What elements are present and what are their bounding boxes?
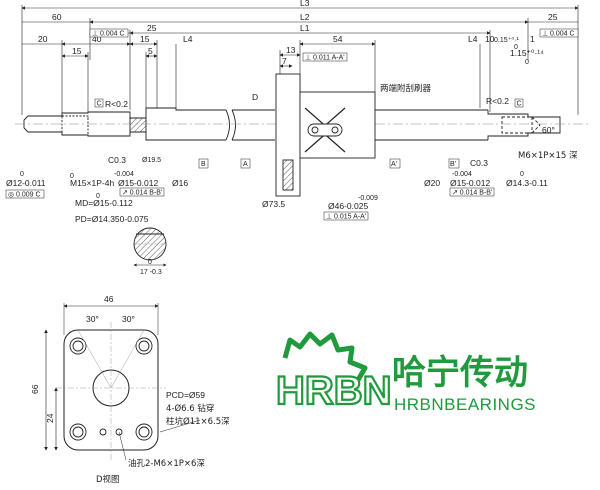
ball-nut <box>275 73 376 197</box>
phi143: Ø14.3-0.11 <box>506 178 548 188</box>
dim-13: 13 <box>286 45 296 55</box>
datum-B: B <box>201 161 206 168</box>
datum-B-prime: B' <box>450 161 456 168</box>
phi143-tol: 0 <box>520 171 524 178</box>
phi15a-tol-0: 0 <box>70 173 74 180</box>
brand-logo: HRBN 哈宁传动 HRBNBEARINGS <box>275 331 536 414</box>
radius-left: R<0.2 <box>105 99 128 109</box>
flange-counterbore: 柱坑Ø11×6.5深 <box>166 416 230 427</box>
dim-115: 1.15⁺⁰·¹⁴ <box>510 48 544 58</box>
radius-right: R<0.2 <box>486 96 509 106</box>
dimension-labels: L3 L2 L1 60 25 25 20 40 15 15 5 L4 L4 13… <box>6 0 578 276</box>
dim-L3: L3 <box>300 0 310 8</box>
dim-L4b: L4 <box>468 34 478 44</box>
angle-30-left: 30° <box>86 314 99 324</box>
dim-10-tol-b: 0 <box>514 44 518 51</box>
datum-C-right: C <box>517 101 522 108</box>
phi46-tol: -0.009 <box>358 195 378 202</box>
view-arrow-D: D <box>252 92 258 102</box>
oil-hole-note: 油孔2-M6×1P×6深 <box>128 458 205 469</box>
chamfer-left: C0.3 <box>108 155 126 165</box>
pd: PD=Ø14.350-0.075 <box>75 214 149 224</box>
flange-offset: 24 <box>45 413 55 423</box>
dim-L2: L2 <box>300 12 310 22</box>
phi12: Ø12-0.011 <box>6 178 46 188</box>
phi46: Ø46-0.025 <box>328 201 368 211</box>
md: MD=Ø15-0.112 <box>75 198 133 208</box>
dim-115-b: 0 <box>525 59 529 66</box>
ball-screw-shaft <box>23 107 561 141</box>
dim-25a: 25 <box>147 23 157 33</box>
m15-thread: M15×1P-4h <box>70 178 114 188</box>
gdt-a015: ⊥ 0.015 A-A' <box>326 214 366 221</box>
flange-width: 46 <box>104 294 114 304</box>
chamfer-right: C0.3 <box>470 158 488 168</box>
gdt-a011: ⊥ 0.011 A-A' <box>305 55 345 62</box>
phi15a-tol: -0.004 <box>114 171 134 178</box>
wiper-note: 两端附刮刷器 <box>380 83 432 94</box>
md-tol: 0 <box>96 193 100 200</box>
phi20: Ø20 <box>424 178 440 188</box>
dim-25b: 25 <box>548 12 558 22</box>
key-section <box>133 227 167 267</box>
gdt-c004-left: ⊥ 0.004 C <box>92 31 125 38</box>
dim-60: 60 <box>52 12 62 22</box>
dim-20: 20 <box>38 34 48 44</box>
phi15b-tol: -0.004 <box>452 171 472 178</box>
phi735: Ø73.5 <box>262 199 285 209</box>
dim-L4a: L4 <box>183 34 193 44</box>
flange-holes: 4-Ø6.6 钻穿 <box>166 403 214 414</box>
gdt-frames: ⊥ 0.004 C ⊥ 0.004 C ⊥ 0.011 A-A' ⊥ 0.015… <box>5 28 579 221</box>
datum-markers: B A A' B' C C <box>94 98 524 169</box>
gdt-b014-right: ↗ 0.014 B-B' <box>452 190 492 197</box>
brand-chinese-name: 哈宁传动 <box>392 353 528 393</box>
dim-7: 7 <box>282 56 287 66</box>
gear-icon <box>282 331 368 382</box>
flange-labels: 46 30° 30° 66 24 PCD=Ø59 4-Ø6.6 钻穿 柱坑Ø11… <box>30 294 230 485</box>
key-tol: 0 <box>148 259 152 266</box>
dim-1: 1 <box>530 34 535 44</box>
datum-A-prime: A' <box>391 161 397 168</box>
flange-height: 66 <box>30 384 40 394</box>
dim-15a: 15 <box>140 34 150 44</box>
dim-5: 5 <box>148 46 153 56</box>
key-width: 17 -0.3 <box>140 269 162 276</box>
dim-15b: 15 <box>72 46 82 56</box>
dimension-lines <box>21 5 579 118</box>
angle-30-right: 30° <box>122 314 135 324</box>
gdt-b014-left: ↗ 0.014 B-B' <box>122 190 162 197</box>
datum-C-left: C <box>97 101 102 108</box>
phi15a: Ø15-0.012 <box>118 178 158 188</box>
dim-40: 40 <box>92 34 102 44</box>
gdt-c009: ◎ 0.009 C <box>8 192 41 199</box>
gdt-c004-right: ⊥ 0.004 C <box>542 31 575 38</box>
dim-54: 54 <box>333 34 343 44</box>
view-D-label: D视图 <box>96 474 120 485</box>
m6-thread: M6×1P×15 深 <box>518 151 578 161</box>
phi16: Ø16 <box>172 178 188 188</box>
datum-A: A <box>243 161 248 168</box>
dim-L1: L1 <box>300 23 310 33</box>
dim-10: 10 <box>485 34 495 44</box>
angle-60: 60° <box>542 125 555 135</box>
phi12-tol: 0 <box>20 171 24 178</box>
brand-logo-text: HRBN <box>276 369 392 413</box>
brand-english-name: HRBNBEARINGS <box>394 395 536 414</box>
flange-view <box>44 303 201 461</box>
phi15b: Ø15-0.012 <box>450 178 490 188</box>
phi195: Ø19.5 <box>142 157 161 164</box>
dim-10-tol: 0.15⁺⁰·¹ <box>494 36 519 44</box>
flange-pcd: PCD=Ø59 <box>166 390 205 400</box>
